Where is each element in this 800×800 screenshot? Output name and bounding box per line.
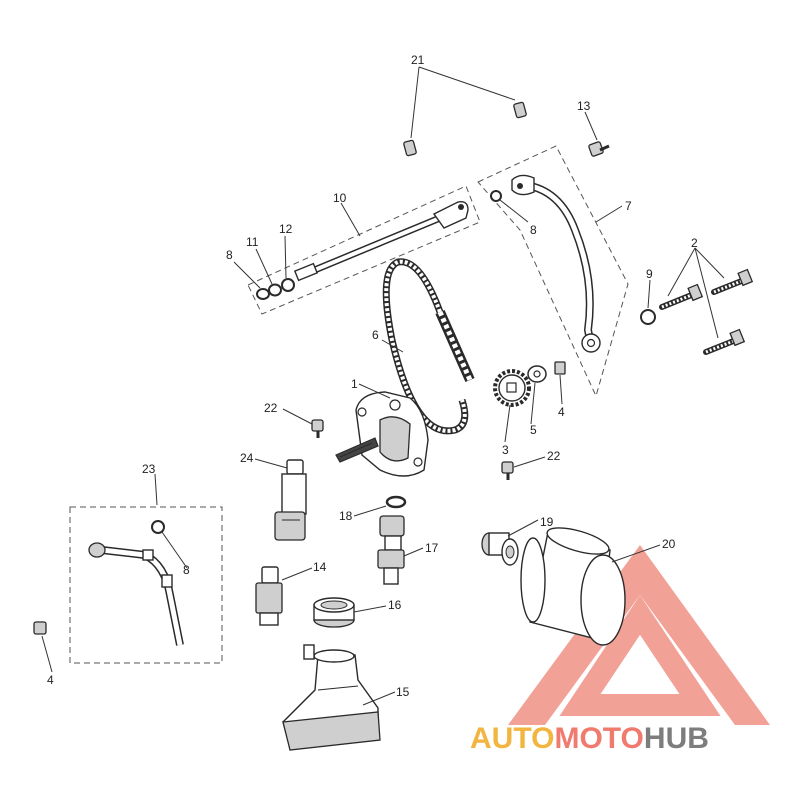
callout-10: 10 xyxy=(333,191,347,205)
part-5-washer xyxy=(527,365,547,383)
part-24-valve-body xyxy=(274,459,307,541)
callout-22-right: 22 xyxy=(547,449,561,463)
callout-15: 15 xyxy=(396,685,410,699)
watermark-hub: HUB xyxy=(644,722,709,755)
watermark-moto: MOTO xyxy=(554,722,643,755)
callout-11: 11 xyxy=(246,235,259,249)
part-4-bolt-upper xyxy=(554,361,566,375)
callout-12: 12 xyxy=(279,222,293,236)
callout-13: 13 xyxy=(577,99,591,113)
part-2-bolts xyxy=(659,268,754,355)
callout-24: 24 xyxy=(240,451,254,465)
group-box-7 xyxy=(477,145,629,398)
callout-19: 19 xyxy=(540,515,554,529)
callout-23: 23 xyxy=(142,462,156,476)
callout-6: 6 xyxy=(372,328,379,342)
callout-1: 1 xyxy=(351,377,358,391)
callout-14: 14 xyxy=(313,560,327,574)
callout-4-upper: 4 xyxy=(558,405,565,419)
watermark-logo-mark xyxy=(508,545,770,725)
part-6-chain xyxy=(382,258,475,435)
callout-20: 20 xyxy=(662,537,676,551)
callout-7: 7 xyxy=(625,199,632,213)
group-box-10 xyxy=(247,185,481,315)
callout-3: 3 xyxy=(502,443,509,457)
watermark-logo-text: AUTOMOTOHUB xyxy=(470,722,709,755)
callout-5: 5 xyxy=(530,423,537,437)
part-8-ring-lower xyxy=(151,520,165,534)
callout-21: 21 xyxy=(411,53,425,67)
callout-9: 9 xyxy=(646,267,653,281)
part-9-washer xyxy=(640,309,656,325)
part-4-bolt-lower xyxy=(33,621,47,635)
part-19-adaptor xyxy=(481,532,519,566)
callout-8-lower: 8 xyxy=(183,563,190,577)
part-1-oil-pump xyxy=(335,391,429,477)
part-16-seal xyxy=(313,597,355,628)
part-3-sprocket xyxy=(493,369,531,407)
group-box-23 xyxy=(69,506,223,664)
callout-18: 18 xyxy=(339,509,353,523)
callout-8-left: 8 xyxy=(226,248,233,262)
callout-2: 2 xyxy=(691,236,698,250)
callout-labels: 21 13 10 7 8 12 11 8 2 9 6 1 22 4 5 3 22… xyxy=(47,53,698,699)
part-10-oil-pipe xyxy=(293,200,469,282)
part-21-dowel-pins xyxy=(403,101,527,157)
callout-8-upper: 8 xyxy=(530,223,537,237)
part-8-ring-upper xyxy=(490,190,502,202)
part-20-oil-filter xyxy=(520,527,626,646)
part-13-bolt xyxy=(588,141,610,157)
callout-16: 16 xyxy=(388,598,402,612)
part-17-pressure-switch xyxy=(377,515,405,585)
callout-17: 17 xyxy=(425,541,439,555)
watermark-auto: AUTO xyxy=(470,722,554,755)
callout-4-lower: 4 xyxy=(47,673,54,687)
svg-text:AUTOMOTOHUB: AUTOMOTOHUB xyxy=(470,722,709,755)
part-22-bolts xyxy=(311,419,514,480)
part-7-oil-pipe xyxy=(511,174,601,353)
parts-8-11-12-seal-rings xyxy=(256,278,295,300)
leader-lines xyxy=(41,66,725,706)
part-15-oil-strainer xyxy=(282,644,381,751)
part-23-oil-pipe xyxy=(88,542,184,646)
callout-22-left: 22 xyxy=(264,401,278,415)
part-14-valve xyxy=(255,566,283,626)
part-18-o-ring xyxy=(385,495,407,509)
